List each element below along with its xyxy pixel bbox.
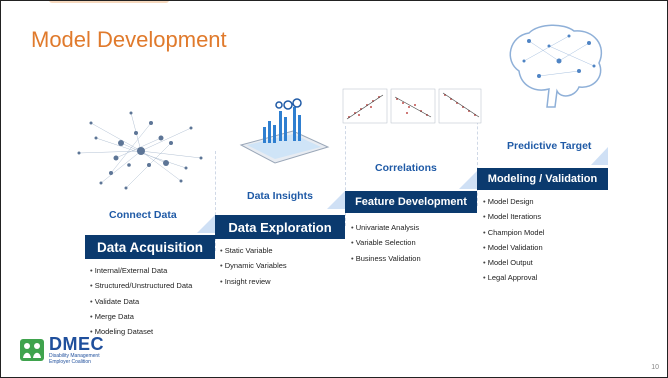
stage-label-predictive-target: Predictive Target — [507, 140, 592, 152]
scatter-plots-image — [342, 88, 482, 124]
list-item: Univariate Analysis — [351, 223, 421, 232]
list-item: Business Validation — [351, 254, 421, 263]
bullets-data-exploration: Static Variable Dynamic Variables Insigh… — [220, 246, 287, 292]
top-decoration — [49, 1, 169, 3]
stage-label-correlations: Correlations — [375, 162, 437, 174]
brain-network-image — [509, 24, 603, 108]
list-item: Internal/External Data — [90, 266, 192, 275]
list-item: Model Iterations — [483, 212, 544, 221]
list-item: Validate Data — [90, 297, 192, 306]
dmec-logo: DMEC Disability Management Employer Coal… — [19, 335, 104, 365]
list-item: Dynamic Variables — [220, 261, 287, 270]
page-number: 10 — [651, 364, 659, 371]
band-feature-development: Feature Development — [345, 191, 477, 213]
logo-line1: Disability Management — [49, 353, 100, 359]
band-modeling-validation: Modeling / Validation — [477, 168, 608, 190]
slide-title: Model Development — [31, 27, 227, 52]
list-item: Structured/Unstructured Data — [90, 281, 193, 290]
stage-label-data-insights: Data Insights — [247, 190, 313, 202]
logo-name: DMEC — [49, 334, 104, 354]
list-item: Insight review — [220, 277, 287, 286]
list-item: Model Validation — [483, 243, 544, 252]
bullets-feature-development: Univariate Analysis Variable Selection B… — [351, 223, 421, 269]
tablet-analytics-image — [239, 98, 330, 164]
list-item: Static Variable — [220, 246, 287, 255]
network-graph-image — [77, 111, 203, 190]
stage-separator — [215, 151, 216, 251]
band-data-exploration: Data Exploration — [215, 215, 345, 239]
logo-line2: Employer Coalition — [49, 359, 91, 365]
list-item: Model Design — [483, 197, 544, 206]
bullets-modeling-validation: Model Design Model Iterations Champion M… — [483, 197, 545, 289]
band-data-acquisition: Data Acquisition — [85, 235, 215, 259]
list-item: Legal Approval — [483, 273, 544, 282]
list-item: Variable Selection — [351, 238, 421, 247]
list-item: Model Output — [483, 258, 544, 267]
dmec-logo-icon — [20, 339, 44, 361]
list-item: Champion Model — [483, 228, 545, 237]
list-item: Merge Data — [90, 312, 192, 321]
stage-label-connect-data: Connect Data — [109, 209, 177, 221]
stage-separator — [345, 126, 346, 226]
bullets-data-acquisition: Internal/External Data Structured/Unstru… — [90, 266, 193, 342]
stage-separator — [477, 106, 478, 206]
list-item: Modeling Dataset — [90, 327, 192, 336]
